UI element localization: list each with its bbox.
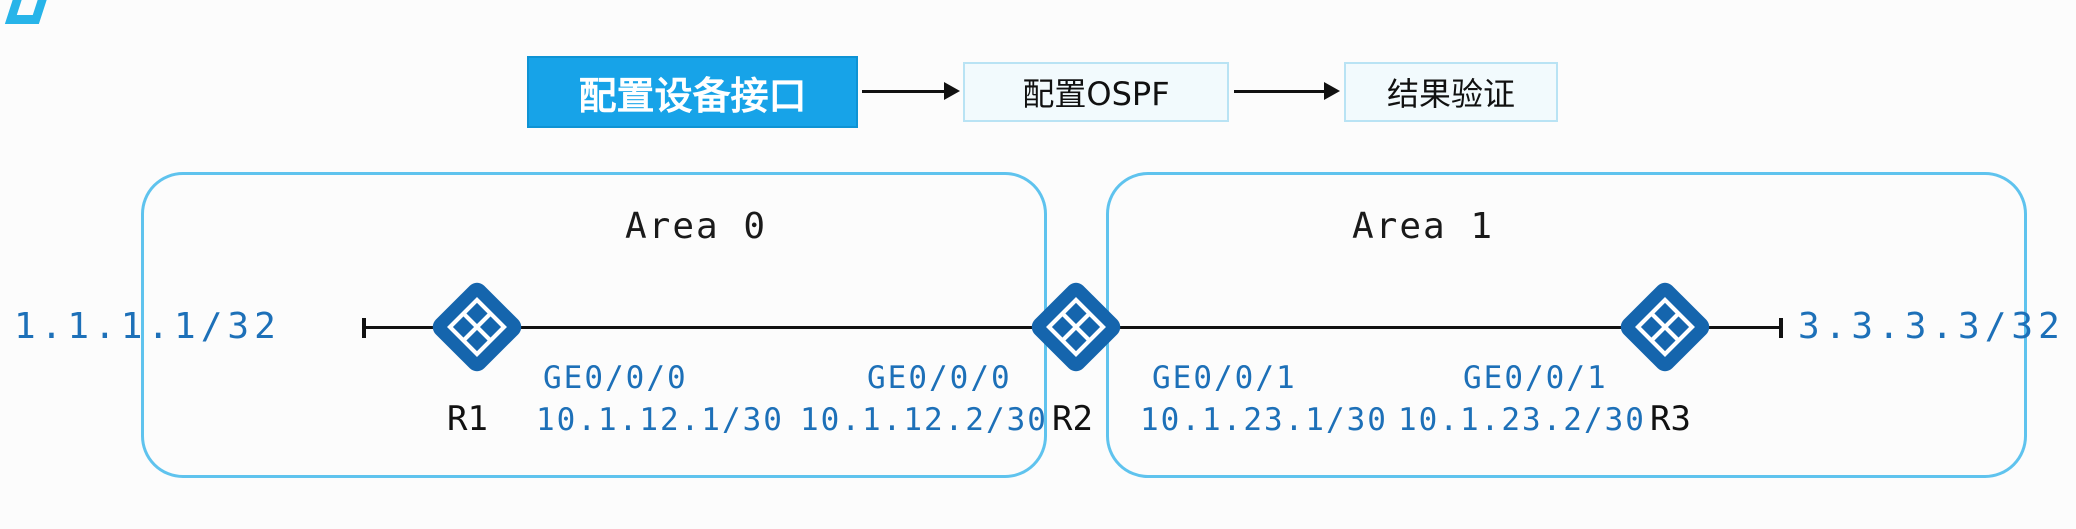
r2-right-interface-ip: 10.1.23.1/30 bbox=[1140, 402, 1388, 438]
r1-loopback-ip: 1.1.1.1/32 bbox=[14, 306, 281, 347]
router-icon bbox=[432, 282, 522, 372]
r3-loopback-ip: 3.3.3.3/32 bbox=[1798, 306, 2065, 347]
r2-name-label: R2 bbox=[1052, 399, 1093, 439]
left-endpoint-tick bbox=[362, 318, 366, 338]
router-r3-icon bbox=[1613, 275, 1717, 379]
router-icon bbox=[1620, 282, 1710, 372]
r1-interface-label: GE0/0/0 bbox=[543, 360, 688, 396]
r3-interface-ip: 10.1.23.2/30 bbox=[1398, 402, 1646, 438]
flow-arrow-2-icon bbox=[1234, 82, 1340, 100]
router-r1-icon bbox=[425, 275, 529, 379]
flow-arrow-1-icon bbox=[862, 82, 960, 100]
r1-interface-ip: 10.1.12.1/30 bbox=[536, 402, 784, 438]
area-0-label: Area 0 bbox=[625, 206, 768, 247]
r1-name-label: R1 bbox=[447, 399, 488, 439]
r2-right-interface-label: GE0/0/1 bbox=[1152, 360, 1297, 396]
router-icon bbox=[1031, 282, 1121, 372]
right-endpoint-tick bbox=[1779, 318, 1783, 338]
r3-interface-label: GE0/0/1 bbox=[1463, 360, 1608, 396]
router-r2-icon bbox=[1024, 275, 1128, 379]
r2-left-interface-label: GE0/0/0 bbox=[867, 360, 1012, 396]
r2-left-interface-ip: 10.1.12.2/30 bbox=[800, 402, 1048, 438]
flow-step-configure-interfaces[interactable]: 配置设备接口 bbox=[527, 56, 858, 128]
flow-step-configure-ospf[interactable]: 配置OSPF bbox=[963, 62, 1229, 122]
r3-name-label: R3 bbox=[1650, 399, 1691, 439]
flow-step-verify-result[interactable]: 结果验证 bbox=[1344, 62, 1558, 122]
area-1-label: Area 1 bbox=[1352, 206, 1495, 247]
corner-logo-icon bbox=[4, 0, 54, 24]
